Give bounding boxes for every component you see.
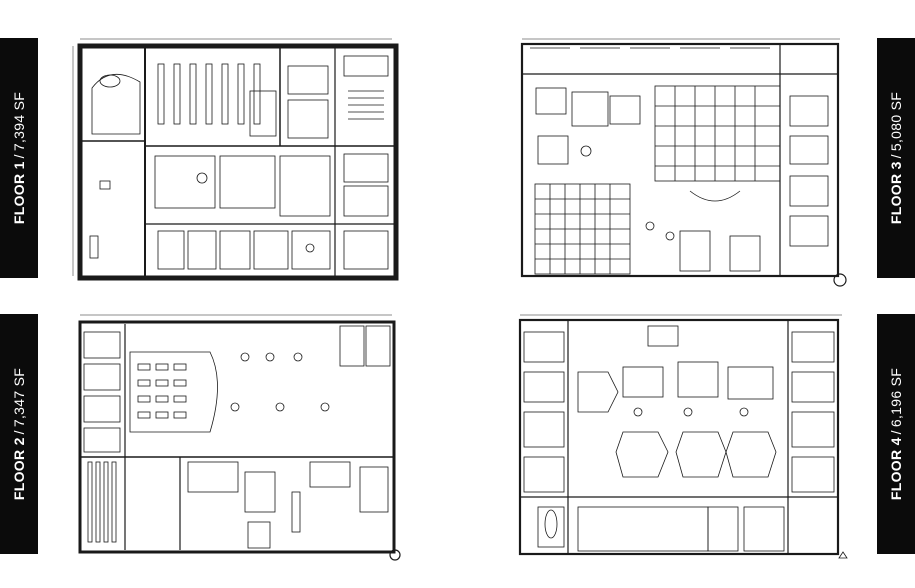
floor-3-label-tab: FLOOR 3/5,080 SF xyxy=(877,38,915,278)
floor-1-label-tab: FLOOR 1/7,394 SF xyxy=(0,38,38,278)
floor-2-plan xyxy=(70,312,410,572)
floor-4-label-tab: FLOOR 4/6,196 SF xyxy=(877,314,915,554)
floor-1-label: FLOOR 1/7,394 SF xyxy=(11,91,27,225)
floor-1-plan xyxy=(70,36,402,288)
floor-3-label: FLOOR 3/5,080 SF xyxy=(888,91,904,225)
floor-2-label: FLOOR 2/7,347 SF xyxy=(11,367,27,501)
floor-4-label: FLOOR 4/6,196 SF xyxy=(888,367,904,501)
floor-2-label-tab: FLOOR 2/7,347 SF xyxy=(0,314,38,554)
floor-2-plan-drawing xyxy=(78,314,401,561)
floor-4-plan xyxy=(508,312,854,574)
floor-1-plan-drawing xyxy=(72,38,399,281)
floor-4-plan-drawing xyxy=(518,314,848,559)
floor-3-plan-drawing xyxy=(520,38,847,287)
floor-3-plan xyxy=(510,36,852,290)
